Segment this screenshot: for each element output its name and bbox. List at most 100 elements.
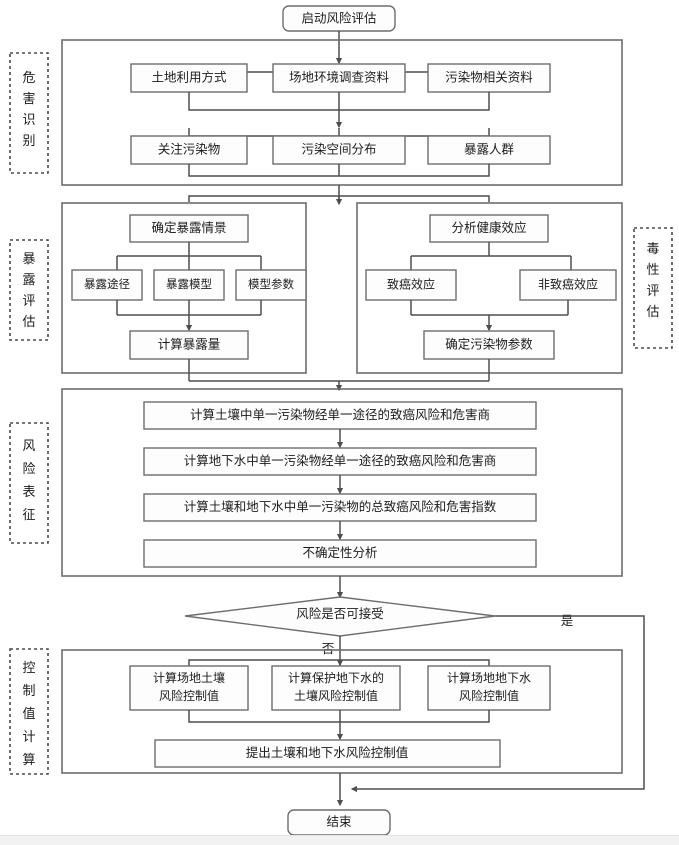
node-exposure-tail: 计算暴露量 (129, 330, 249, 360)
node-risk-step-2: 计算土壤和地下水中单一污染物的总致癌风险和危害指数 (143, 493, 537, 522)
stage-label-exposure-char4: 估 (22, 314, 35, 329)
control-tail-box (154, 739, 501, 768)
toxicity-mid-label-1: 非致癌效应 (538, 276, 598, 291)
node-hazard-r1-2: 污染物相关资料 (427, 63, 551, 93)
bus-hazard-row2-top (188, 128, 490, 137)
node-exposure-mid-1: 暴露模型 (153, 269, 225, 301)
hazard-r2-box-2 (427, 135, 551, 165)
node-exposure-mid-0: 暴露途径 (71, 269, 143, 301)
stage-label-exposure-char1: 暴 (22, 251, 35, 266)
stage-label-control-char4: 计 (22, 729, 35, 744)
stage-label-hazard-char1: 危 (22, 70, 35, 85)
stage-label-hazard-char3: 识 (22, 112, 35, 127)
hazard-r2-label-2: 暴露人群 (464, 142, 515, 156)
exposure-head-label: 确定暴露情景 (151, 220, 226, 235)
stage-label-risk-char1: 风 (22, 438, 35, 453)
stage-label-toxicity-char1: 毒 (646, 241, 659, 256)
bus-control-fanin (188, 710, 490, 723)
node-hazard-r2-0: 关注污染物 (130, 135, 248, 165)
bus-toxicity-fanin (410, 300, 569, 316)
node-control-tail: 提出土壤和地下水风险控制值 (154, 739, 501, 768)
control-box-0 (129, 665, 249, 711)
hazard-r1-box-1 (272, 63, 406, 93)
exposure-head-box (129, 214, 249, 243)
exposure-mid-box-2 (235, 269, 307, 301)
risk-step-box-1 (143, 447, 537, 476)
risk-step-label-0: 计算土壤中单一污染物经单一途径的致癌风险和危害商 (190, 407, 490, 422)
start-label: 启动风险评估 (301, 10, 376, 25)
exposure-tail-box (129, 330, 249, 360)
node-toxicity-mid-0: 致癌效应 (365, 269, 457, 301)
node-control-1: 计算保护地下水的 土壤风险控制值 (271, 665, 401, 711)
stage-label-box-control (9, 648, 49, 775)
bus-stage2-split (188, 195, 490, 202)
exposure-mid-label-2: 模型参数 (248, 277, 294, 291)
stage-label-box-hazard (9, 52, 49, 174)
stage-label-risk-char2: 险 (22, 461, 35, 476)
node-end: 结束 (287, 809, 391, 836)
exposure-mid-label-0: 暴露途径 (84, 277, 130, 291)
node-hazard-r2-1: 污染空间分布 (272, 135, 406, 165)
stage-label-risk-char4: 征 (22, 507, 35, 522)
node-risk-step-0: 计算土壤中单一污染物经单一途径的致癌风险和危害商 (143, 401, 537, 430)
exposure-mid-box-0 (71, 269, 143, 301)
node-toxicity-mid-1: 非致癌效应 (519, 269, 617, 301)
exposure-mid-label-1: 暴露模型 (166, 277, 212, 291)
conn-decision-yes (350, 615, 645, 793)
decision-label: 风险是否可接受 (296, 606, 384, 621)
risk-step-box-3 (143, 539, 537, 568)
stage-label-control-char3: 值 (22, 706, 35, 721)
stage-label-box-exposure (9, 239, 49, 341)
stage-label-risk-char3: 表 (22, 484, 35, 499)
toxicity-mid-label-0: 致癌效应 (387, 276, 435, 291)
stage-label-toxicity-char3: 评 (646, 283, 659, 298)
node-risk-step-1: 计算地下水中单一污染物经单一途径的致癌风险和危害商 (143, 447, 537, 476)
end-label: 结束 (326, 815, 352, 829)
node-exposure-mid-2: 模型参数 (235, 269, 307, 301)
bottom-rule (0, 835, 679, 845)
stage-label-exposure-char3: 评 (22, 293, 35, 308)
stage-label-hazard-char4: 别 (22, 133, 35, 148)
node-hazard-r2-2: 暴露人群 (427, 135, 551, 165)
control-label-1-line2: 土壤风险控制值 (294, 688, 378, 703)
stage-label-exposure-char2: 露 (22, 272, 35, 287)
control-box-2 (427, 665, 551, 711)
stage-label-toxicity-char4: 估 (646, 304, 659, 319)
bus-toxicity-fanout (410, 242, 572, 270)
control-label-2-line1: 计算场地地下水 (447, 670, 531, 685)
toxicity-tail-box (423, 330, 555, 360)
node-start: 启动风险评估 (282, 5, 396, 32)
stage-label-toxicity-char2: 性 (646, 262, 659, 277)
bus-control-fanout (188, 659, 490, 666)
toxicity-head-box (429, 214, 549, 243)
group-risk-characterization (61, 388, 623, 577)
hazard-r1-label-1: 场地环境调查资料 (289, 69, 390, 84)
stage-label-control-char2: 制 (22, 683, 35, 698)
risk-step-label-1: 计算地下水中单一污染物经单一途径的致癌风险和危害商 (184, 453, 497, 468)
control-box-1 (271, 665, 401, 711)
hazard-r2-label-1: 污染空间分布 (301, 141, 376, 156)
risk-step-label-3: 不确定性分析 (302, 545, 377, 560)
control-tail-label: 提出土壤和地下水风险控制值 (246, 745, 409, 760)
decision-branch-yes-label: 是 (561, 614, 574, 628)
node-toxicity-tail: 确定污染物参数 (423, 330, 555, 360)
stage-label-box-risk (9, 422, 49, 544)
decision-branch-no-label: 否 (322, 642, 335, 656)
node-control-0: 计算场地土壤 风险控制值 (129, 665, 249, 711)
hazard-r2-box-1 (272, 135, 406, 165)
exposure-mid-box-1 (153, 269, 225, 301)
group-hazard-identification (61, 39, 623, 186)
node-hazard-r1-0: 土地利用方式 (130, 63, 248, 93)
control-label-1-line1: 计算保护地下水的 (288, 670, 384, 685)
control-label-0-line1: 计算场地土壤 (153, 670, 225, 685)
node-control-2: 计算场地地下水 风险控制值 (427, 665, 551, 711)
node-hazard-r1-1: 场地环境调查资料 (272, 63, 406, 93)
stage-label-box-toxicity (633, 227, 673, 349)
hazard-r1-label-2: 污染物相关资料 (445, 69, 533, 84)
bus-hazard-row1-bottom (188, 92, 490, 111)
stage-label-control-char1: 控 (22, 660, 35, 675)
stage-label-hazard-char2: 害 (22, 91, 35, 106)
exposure-tail-label: 计算暴露量 (158, 336, 221, 351)
